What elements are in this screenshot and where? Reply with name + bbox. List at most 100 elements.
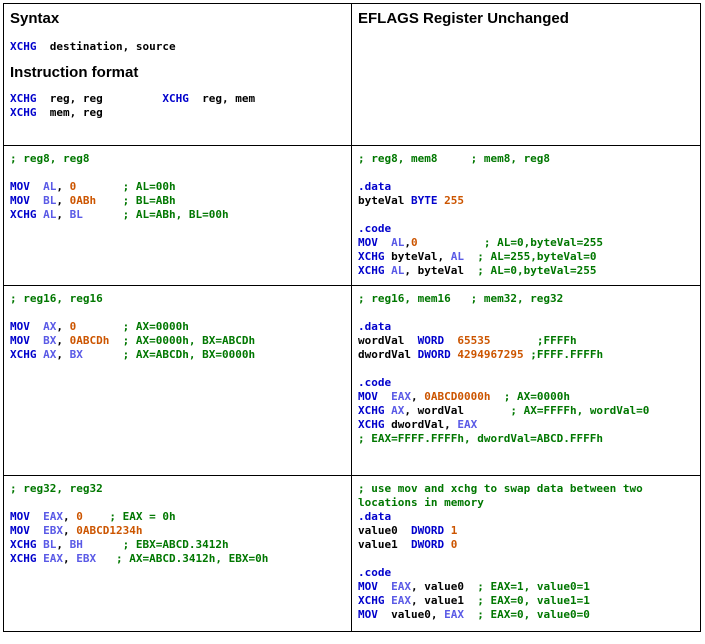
- code-token-kw: MOV: [10, 180, 30, 193]
- code-token-reg: AX: [36, 348, 57, 361]
- code-token-reg: EBX: [76, 552, 97, 565]
- code-token-reg: EAX: [384, 594, 411, 607]
- code-token-kw: XCHG: [10, 40, 37, 53]
- code-token-num: 1: [450, 524, 458, 537]
- code-token-reg: EAX: [377, 390, 411, 403]
- code-token-var: [444, 538, 451, 551]
- code-line: wordVal WORD 65535 ;FFFFh: [358, 334, 694, 348]
- code-token-kw: XCHG: [10, 92, 37, 105]
- code-line: MOV AL, 0 ; AL=00h: [10, 180, 345, 194]
- code-token-cm: ; reg16, reg16: [10, 292, 103, 305]
- eflags-cell: EFLAGS Register Unchanged: [351, 3, 701, 146]
- code-token-var: ,: [56, 348, 70, 361]
- code-token-reg: EAX: [444, 608, 464, 621]
- code-token-kw: .data: [358, 180, 392, 193]
- code-token-cm: ; use mov and xchg to swap data between …: [358, 482, 643, 495]
- code-token-kw: MOV: [358, 580, 378, 593]
- code-token-reg: EAX: [457, 418, 478, 431]
- code-token-num: 0ABCD0000h: [424, 390, 491, 403]
- code-token-cm: locations in memory: [358, 496, 484, 509]
- code-token-cm: ; BL=ABh: [96, 194, 176, 207]
- code-token-num: 0: [450, 538, 458, 551]
- code-token-kw: .code: [358, 376, 392, 389]
- code-token-kw: MOV: [10, 334, 30, 347]
- code-token-var: value0,: [377, 608, 445, 621]
- code-line: byteVal BYTE 255: [358, 194, 694, 208]
- code-token-cm: ; reg8, mem8 ; mem8, reg8: [358, 152, 551, 165]
- code-token-num: 0: [76, 510, 83, 523]
- code-token-cm: ; AX=0000h: [490, 390, 570, 403]
- code-token-cm: ; AX=FFFFh, wordVal=0: [510, 404, 650, 417]
- eflags-title: EFLAGS Register Unchanged: [358, 10, 569, 27]
- code-line: MOV AL,0 ; AL=0,byteVal=255: [358, 236, 694, 250]
- code-line: MOV EAX, 0 ; EAX = 0h: [10, 510, 345, 524]
- code-line: MOV EBX, 0ABCD1234h: [10, 524, 345, 538]
- code-line: .code: [358, 222, 694, 236]
- code-line: .code: [358, 566, 694, 580]
- code-token-kw: .data: [358, 510, 392, 523]
- code-token-reg: BL: [36, 538, 57, 551]
- code-block-swap-mem: ; use mov and xchg to swap data between …: [358, 482, 694, 622]
- code-line: .data: [358, 510, 694, 524]
- code-line: dwordVal DWORD 4294967295 ;FFFF.FFFFh: [358, 348, 694, 362]
- code-token-cm: ; EAX = 0h: [82, 510, 176, 523]
- code-token-kw: MOV: [10, 524, 30, 537]
- code-token-var: reg, reg: [36, 92, 163, 105]
- code-line: XCHG AX, wordVal ; AX=FFFFh, wordVal=0: [358, 404, 694, 418]
- code-token-kw: DWORD: [410, 538, 445, 551]
- code-token-var: ,: [404, 236, 411, 249]
- code-token-kw: MOV: [358, 236, 378, 249]
- code-spacer: [10, 166, 345, 180]
- code-token-var: ,: [63, 524, 77, 537]
- code-line: .data: [358, 180, 694, 194]
- code-token-cm: ; EBX=ABCD.3412h: [82, 538, 229, 551]
- code-line: ; reg16, mem16 ; mem32, reg32: [358, 292, 694, 306]
- code-token-cm: ; EAX=FFFF.FFFFh, dwordVal=ABCD.FFFFh: [358, 432, 604, 445]
- code-token-kw: XCHG: [10, 348, 37, 361]
- code-line: MOV EAX, 0ABCD0000h ; AX=0000h: [358, 390, 694, 404]
- code-spacer: [358, 166, 694, 180]
- code-token-kw: XCHG: [10, 538, 37, 551]
- code-token-num: 0: [69, 320, 77, 333]
- code-line: ; reg32, reg32: [10, 482, 345, 496]
- code-token-reg: EBX: [29, 524, 63, 537]
- code-token-var: ,: [63, 552, 77, 565]
- code-line: MOV BL, 0ABh ; BL=ABh: [10, 194, 345, 208]
- code-token-kw: DWORD: [417, 348, 451, 361]
- code-token-cm: ;FFFF.FFFFh: [523, 348, 604, 361]
- code-token-cm: ; AX=ABCD.3412h, EBX=0h: [96, 552, 269, 565]
- code-line: ; reg16, reg16: [10, 292, 345, 306]
- code-token-cm: ; AL=0,byteVal=255: [417, 236, 604, 249]
- code-spacer: [358, 362, 694, 376]
- header-row: Syntax XCHG destination, source Instruct…: [3, 3, 701, 146]
- code-token-kw: XCHG: [358, 404, 385, 417]
- code-token-cm: ; EAX=0, value1=1: [477, 594, 590, 607]
- code-token-var: [444, 334, 457, 347]
- code-token-num: 65535: [457, 334, 491, 347]
- code-spacer: [10, 496, 345, 510]
- code-token-var: ,: [56, 538, 70, 551]
- code-token-var: ,: [56, 334, 70, 347]
- code-token-num: 0ABCDh: [69, 334, 110, 347]
- syntax-line: XCHG destination, source: [10, 40, 345, 54]
- code-line: XCHG byteVal, AL ; AL=255,byteVal=0: [358, 250, 694, 264]
- code-token-var: ,: [56, 320, 70, 333]
- code-token-num: 0ABh: [69, 194, 97, 207]
- code-token-num: 0ABCD1234h: [76, 524, 143, 537]
- code-token-cm: ; AX=0000h, BX=ABCDh: [109, 334, 256, 347]
- code-token-kw: MOV: [358, 390, 378, 403]
- code-line: XCHG BL, BH ; EBX=ABCD.3412h: [10, 538, 345, 552]
- code-token-cm: ; AL=0,byteVal=255: [477, 264, 597, 277]
- code-token-kw: XCHG: [358, 418, 385, 431]
- code-token-reg: AX: [29, 320, 57, 333]
- code-token-var: , value0: [411, 580, 478, 593]
- code-token-var: byteVal,: [384, 250, 451, 263]
- code-spacer: [358, 208, 694, 222]
